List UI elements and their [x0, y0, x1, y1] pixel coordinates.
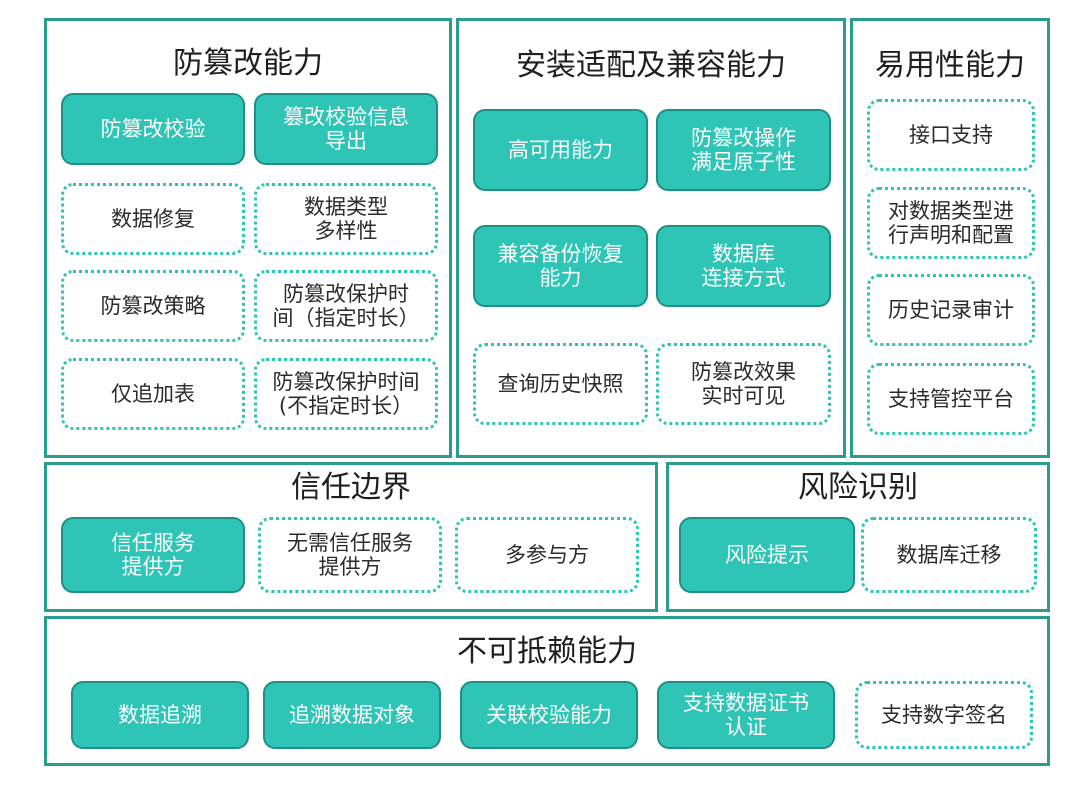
capability-box: 数据库 连接方式 [656, 225, 831, 307]
capability-box: 多参与方 [455, 517, 639, 593]
panel-non-repudiation: 不可抵赖能力 数据追溯 追溯数据对象 关联校验能力 支持数据证书 认证 支持数字… [44, 616, 1050, 766]
panel-title: 风险识别 [798, 470, 918, 505]
panel-usability: 易用性能力 接口支持 对数据类型进 行声明和配置 历史记录审计 支持管控平台 [850, 18, 1050, 458]
panel-risk-identification: 风险识别 风险提示 数据库迁移 [666, 462, 1050, 612]
capability-box: 数据类型 多样性 [254, 183, 438, 255]
capability-box: 信任服务 提供方 [61, 517, 245, 593]
capability-box: 高可用能力 [473, 109, 648, 191]
capability-box: 防篡改效果 实时可见 [656, 343, 831, 425]
panel-title: 不可抵赖能力 [457, 634, 637, 669]
panel-title: 防篡改能力 [173, 46, 323, 81]
capability-box: 篡改校验信息 导出 [254, 93, 438, 165]
capability-box: 查询历史快照 [473, 343, 648, 425]
capability-box: 数据修复 [61, 183, 245, 255]
capability-box: 防篡改保护时 间（指定时长） [254, 270, 438, 342]
capability-box: 追溯数据对象 [263, 681, 441, 749]
capability-box: 关联校验能力 [460, 681, 638, 749]
capability-box: 防篡改保护时间 (不指定时长） [254, 358, 438, 430]
panel-trust-boundary: 信任边界 信任服务 提供方 无需信任服务 提供方 多参与方 [44, 462, 658, 612]
panel-tamper-proof: 防篡改能力 防篡改校验 篡改校验信息 导出 数据修复 数据类型 多样性 防篡改策… [44, 18, 452, 458]
capability-box: 风险提示 [679, 517, 855, 593]
panel-title: 信任边界 [291, 470, 411, 505]
capability-box: 仅追加表 [61, 358, 245, 430]
capability-box: 对数据类型进 行声明和配置 [867, 187, 1035, 259]
panel-title: 易用性能力 [875, 48, 1025, 83]
capability-box: 数据追溯 [71, 681, 249, 749]
capability-box: 历史记录审计 [867, 274, 1035, 346]
panel-title: 安装适配及兼容能力 [516, 48, 786, 83]
capability-box: 防篡改策略 [61, 270, 245, 342]
capability-box: 支持管控平台 [867, 363, 1035, 435]
panel-install-compat: 安装适配及兼容能力 高可用能力 防篡改操作 满足原子性 兼容备份恢复 能力 数据… [456, 18, 846, 458]
capability-box: 接口支持 [867, 99, 1035, 171]
capability-box: 支持数据证书 认证 [657, 681, 835, 749]
capability-box: 无需信任服务 提供方 [258, 517, 442, 593]
capability-box: 防篡改操作 满足原子性 [656, 109, 831, 191]
capability-box: 防篡改校验 [61, 93, 245, 165]
capability-box: 兼容备份恢复 能力 [473, 225, 648, 307]
capability-box: 支持数字签名 [855, 681, 1033, 749]
capability-box: 数据库迁移 [861, 517, 1037, 593]
